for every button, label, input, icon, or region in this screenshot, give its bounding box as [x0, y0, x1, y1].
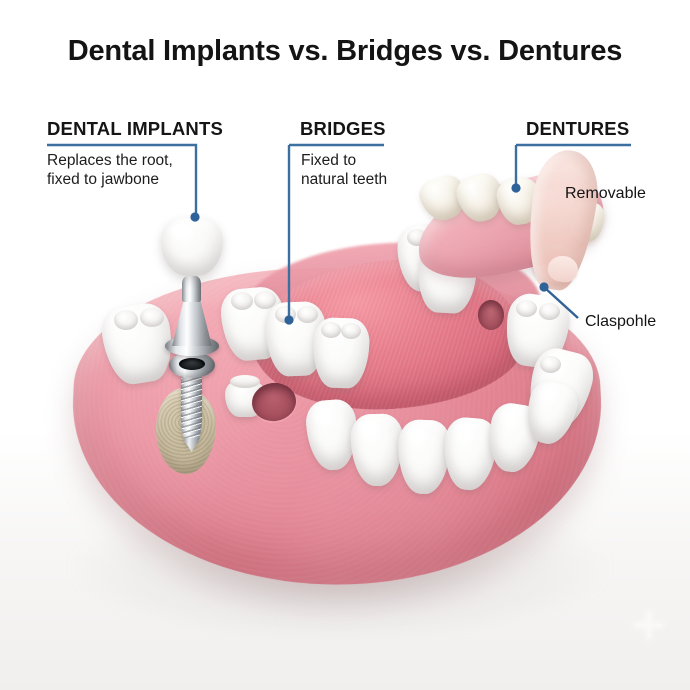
implant-crown [161, 218, 223, 276]
annotation-removable: Removable [565, 185, 646, 202]
tooth-socket-secondary [478, 300, 504, 330]
callout-heading-dentures: DENTURES [526, 118, 630, 139]
leader-dot-bridges [284, 315, 294, 325]
callout-body-dental-implants: Replaces the root, fixed to jawbone [47, 152, 173, 188]
leader-line-bridges [287, 143, 384, 318]
page-title: Dental Implants vs. Bridges vs. Dentures [67, 35, 623, 67]
leader-line-dental-implants [47, 143, 198, 216]
tooth-cusp [540, 356, 561, 373]
tooth-cusp [321, 322, 341, 338]
tooth-cusp [231, 292, 253, 310]
callout-heading-dental-implants: DENTAL IMPLANTS [47, 118, 224, 139]
leader-line-claspohle [544, 287, 579, 319]
callout-heading-bridges: BRIDGES [300, 118, 386, 139]
tooth-cusp [516, 300, 537, 317]
implant-collar-opening [179, 358, 205, 370]
leader-line-dentures [514, 143, 631, 186]
tooth-cusp [140, 308, 164, 327]
tooth-cusp [539, 303, 560, 320]
tooth-cusp [341, 323, 361, 339]
implant-abutment-neck [182, 276, 201, 302]
leader-dot-dental-implants [190, 212, 200, 222]
tooth-cusp [254, 291, 276, 309]
leader-dot-claspohle [539, 282, 549, 292]
callout-body-bridges: Fixed to natural teeth [301, 152, 388, 188]
annotation-claspohle: Claspohle [585, 313, 657, 330]
implant-screw [181, 372, 202, 446]
leader-dot-dentures [511, 183, 521, 193]
tooth-cusp [297, 306, 318, 323]
tooth-cusp [114, 310, 138, 330]
prepared-tooth-stub-top [230, 375, 260, 388]
